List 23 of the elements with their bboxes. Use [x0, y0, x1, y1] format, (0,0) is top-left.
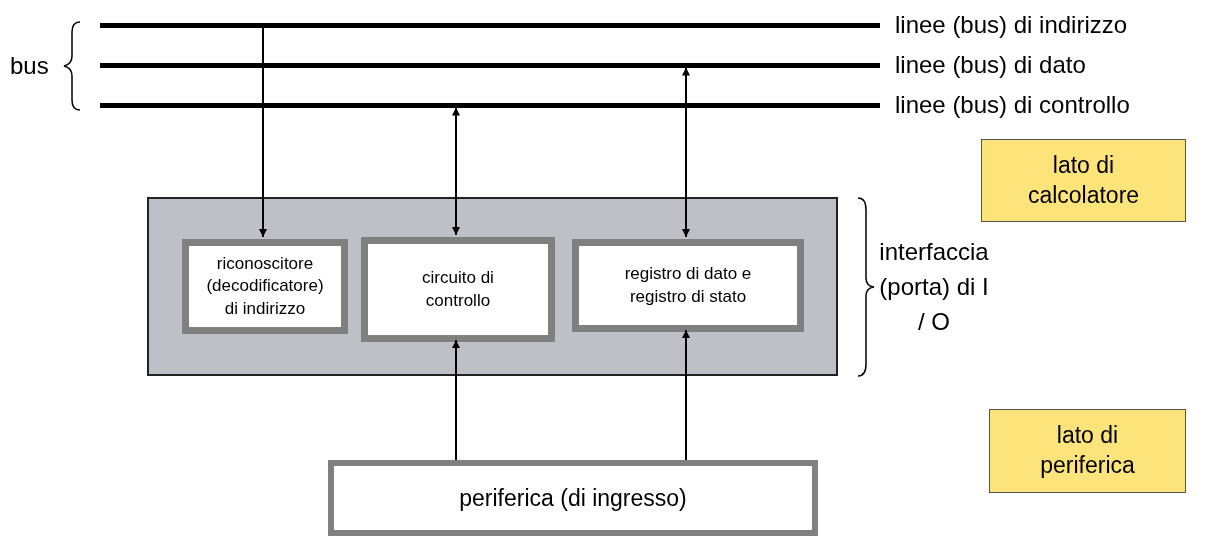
arrow — [452, 339, 460, 461]
node-label: lato di calcolatore — [1026, 150, 1141, 210]
component-box — [361, 237, 555, 342]
component-box — [572, 239, 804, 332]
node-label: circuito di controllo — [421, 267, 495, 312]
node-label: periferica (di ingresso) — [459, 483, 687, 513]
node-label: riconoscitore (decodificatore) di indirizzo — [205, 253, 325, 320]
node-label: lato di periferica — [1039, 421, 1136, 480]
interface-caption: interfaccia (porta) di I / O — [878, 237, 990, 337]
side-note — [981, 139, 1186, 222]
node-label: linee (bus) di dato — [895, 51, 1086, 78]
arrow — [682, 329, 690, 461]
node-label: registro di dato e registro di stato — [623, 263, 753, 308]
arrow — [682, 66, 690, 238]
peripheral-box — [328, 460, 818, 536]
node-label: linee (bus) di controllo — [895, 91, 1130, 118]
node-label: linee (bus) di indirizzo — [895, 11, 1128, 38]
bus-label: bus — [10, 54, 49, 78]
interface-box — [147, 197, 838, 376]
arrow — [259, 26, 267, 238]
side-note — [989, 409, 1186, 493]
arrow — [452, 106, 460, 236]
component-box — [182, 239, 348, 334]
